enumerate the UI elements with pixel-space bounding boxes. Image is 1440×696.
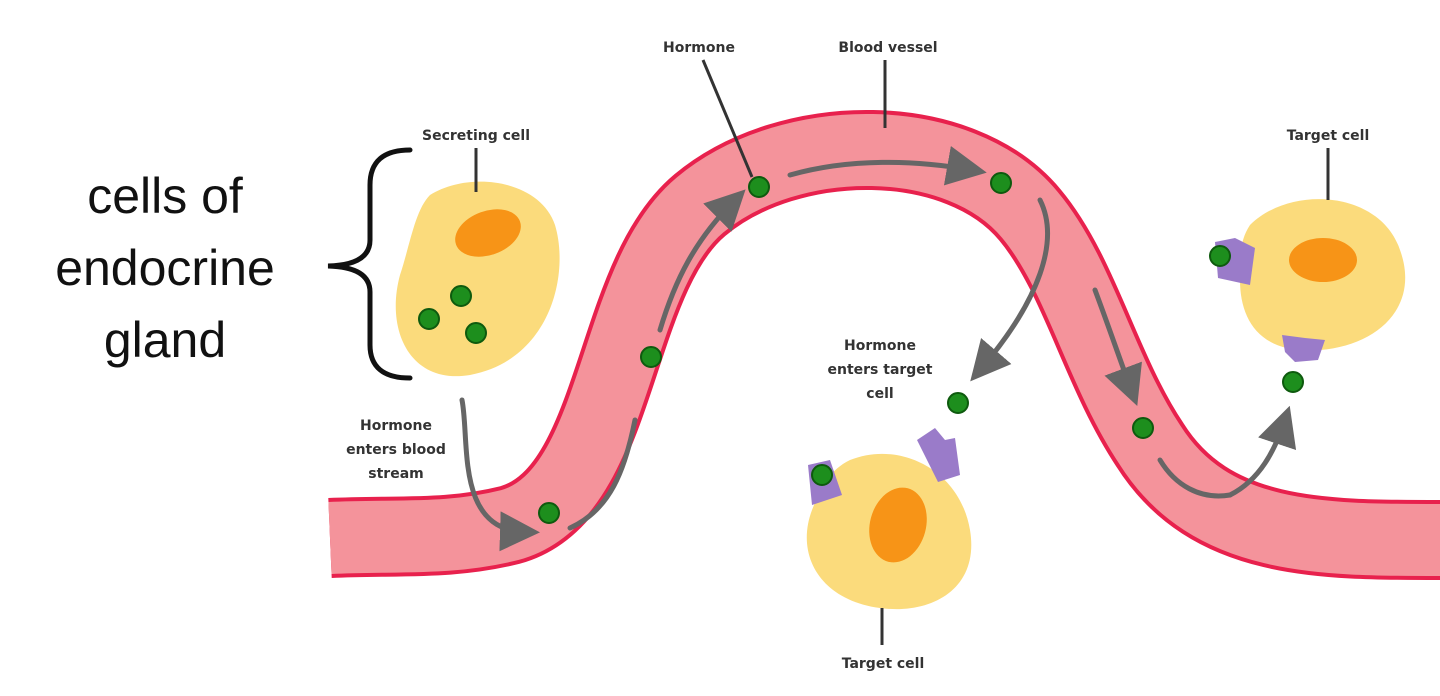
hormone-dot xyxy=(450,285,472,307)
vessel-hormones xyxy=(538,172,1304,524)
hormone-dot xyxy=(990,172,1012,194)
hormone-dot xyxy=(748,176,770,198)
label-blood-vessel: Blood vessel xyxy=(838,40,937,56)
hormone-dot xyxy=(418,308,440,330)
label-enters-target-cell: Hormone enters target cell xyxy=(827,338,932,402)
flow-arrow-2 xyxy=(657,189,746,333)
hormone-dot xyxy=(1132,417,1154,439)
flow-arrow-3 xyxy=(787,145,987,186)
target-cell-nucleus xyxy=(869,487,927,563)
label-enters-target-cell-line-2: enters target xyxy=(827,362,932,378)
leader-lines xyxy=(474,59,1330,645)
hormone-dot xyxy=(538,502,560,524)
receptor xyxy=(917,428,960,482)
label-target-cell-right: Target cell xyxy=(1287,128,1370,144)
target-cell-bottom xyxy=(806,428,972,610)
label-enters-blood-stream-line-2: enters blood xyxy=(346,442,446,458)
arrow-enters-bloodstream xyxy=(459,397,540,552)
hormone-dot xyxy=(947,392,969,414)
label-enters-blood-stream-line-1: Hormone xyxy=(360,418,432,434)
label-enters-target-cell-line-1: Hormone xyxy=(844,338,916,354)
label-enters-blood-stream: Hormone enters blood stream xyxy=(346,418,446,482)
label-enters-blood-stream-line-3: stream xyxy=(368,466,423,482)
arrow-exits-to-bottom-cell xyxy=(970,197,1050,382)
flow-arrow-1 xyxy=(567,417,638,531)
endocrine-gland-caption: cells of endocrine gland xyxy=(20,160,310,376)
target-cell-right xyxy=(1209,199,1406,362)
caption-line-1: cells of xyxy=(87,168,243,224)
caption-line-2: endocrine xyxy=(55,240,275,296)
secreting-cell-nucleus xyxy=(455,209,521,257)
hormone-dot xyxy=(465,322,487,344)
hormone-dot xyxy=(811,464,833,486)
label-target-cell-bottom: Target cell xyxy=(842,656,925,672)
hormone-dot xyxy=(1209,245,1231,267)
label-enters-target-cell-line-3: cell xyxy=(866,386,893,402)
label-hormone: Hormone xyxy=(663,40,735,56)
leader-hormone xyxy=(701,59,754,178)
flow-arrow-4 xyxy=(1092,287,1142,407)
label-secreting-cell: Secreting cell xyxy=(422,128,530,144)
secreting-cell xyxy=(395,181,560,377)
flow-arrows xyxy=(567,145,1233,531)
flow-arrow-5 xyxy=(1157,457,1233,499)
curly-brace xyxy=(327,147,413,381)
hormone-dot xyxy=(640,346,662,368)
receptor xyxy=(1282,335,1325,362)
target-cell-nucleus xyxy=(1289,238,1357,282)
caption-line-3: gland xyxy=(103,312,227,368)
hormone-dot xyxy=(1282,371,1304,393)
arrow-exits-to-right-cell xyxy=(1227,405,1297,498)
